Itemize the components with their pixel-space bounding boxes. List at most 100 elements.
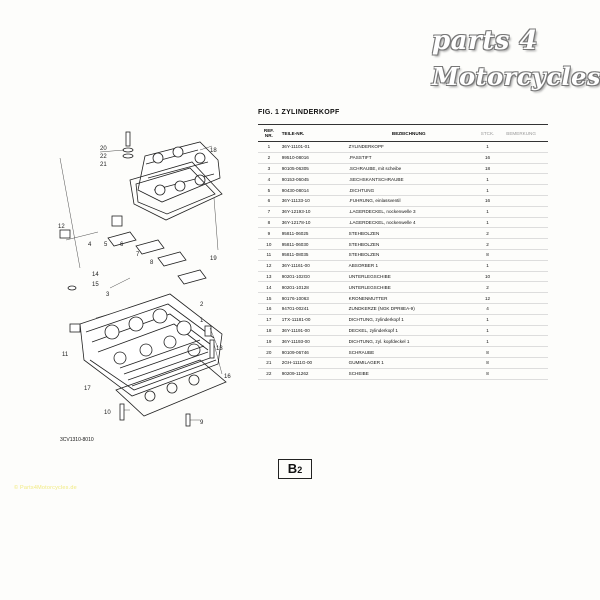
remark-cell <box>504 152 548 164</box>
ref-cell: 6 <box>258 195 280 207</box>
part-number-cell: 95811-08035 <box>279 249 347 261</box>
callout-9: 9 <box>200 420 204 426</box>
callout-15: 15 <box>92 282 99 288</box>
ref-cell: 1 <box>258 141 280 153</box>
part-number-cell: 90176-10063 <box>279 292 347 304</box>
callout-21: 21 <box>100 162 107 168</box>
part-number-cell: 1TX-11181-00 <box>279 314 347 326</box>
header-description: BEZEICHNUNG <box>346 124 471 142</box>
drawing-code: 3CV1310-8010 <box>60 437 94 443</box>
ref-cell: 3 <box>258 163 280 175</box>
page-label-main: B <box>287 461 298 476</box>
quantity-cell: 1 <box>470 173 505 186</box>
callout-22: 22 <box>100 154 107 160</box>
remark-cell <box>504 368 548 380</box>
remark-cell <box>504 173 548 186</box>
quantity-cell: 1 <box>470 141 505 153</box>
ref-cell: 11 <box>258 249 280 261</box>
remark-cell <box>504 357 548 369</box>
callout-2: 2 <box>200 302 204 308</box>
parts-table-header: REF. NR. TEILE-NR. BEZEICHNUNG STCK. BEM… <box>258 124 548 142</box>
cylinder-head-exploded-diagram: 20 22 21 18 19 12 4 5 6 7 8 14 15 3 2 1 … <box>58 131 231 427</box>
remark-cell <box>504 325 548 337</box>
ref-cell: 4 <box>258 173 280 186</box>
part-number-cell: 95811-06025 <box>279 227 347 240</box>
remark-cell <box>504 292 548 304</box>
part-number-cell: 36Y-12193-10 <box>279 206 347 218</box>
quantity-cell: 8 <box>470 346 505 358</box>
ref-cell: 22 <box>258 368 280 380</box>
description-cell: DICHTUNG, zylinderkopf 1 <box>346 314 471 326</box>
callout-14: 14 <box>92 272 99 278</box>
callout-18: 18 <box>210 148 217 154</box>
quantity-cell: 8 <box>470 249 505 261</box>
part-number-cell: 36Y-12178-10 <box>279 217 347 229</box>
part-number-cell: 36Y-11193-00 <box>279 335 347 348</box>
quantity-cell: 16 <box>470 195 505 207</box>
part-number-cell: 90201-102G0 <box>279 271 347 283</box>
description-cell: .LAGERDECKEL, nockenwelle 4 <box>346 217 471 229</box>
parts-table: REF. NR. TEILE-NR. BEZEICHNUNG STCK. BEM… <box>258 124 548 380</box>
quantity-cell: 1 <box>470 260 505 272</box>
page-label-sub: 2 <box>297 465 303 475</box>
part-number-cell: 36Y-11133-10 <box>279 195 347 207</box>
remark-cell <box>504 206 548 218</box>
callout-7: 7 <box>136 252 140 258</box>
callout-5: 5 <box>104 242 108 248</box>
ref-cell: 2 <box>258 152 280 164</box>
ref-cell: 16 <box>258 303 280 315</box>
remark-cell <box>504 335 548 348</box>
quantity-cell: 10 <box>470 271 505 283</box>
callout-13: 13 <box>216 346 223 352</box>
part-number-cell: 94701-00241 <box>279 303 347 315</box>
header-remark: BEMERKUNG <box>504 124 548 142</box>
cover-gasket-shape <box>129 161 223 221</box>
header-quantity: STCK. <box>470 124 505 142</box>
description-cell: DICHTUNG, zyl. kopfdeckel 1 <box>346 335 471 348</box>
part-number-cell: 99510-08016 <box>279 152 347 164</box>
description-cell: .FUHRUNG, einlassventil <box>346 195 471 207</box>
description-cell: ZYLINDERKOPF <box>346 141 471 153</box>
logo-line-1: parts 4 <box>432 26 539 56</box>
description-cell: UNTERLEGSCHIBE <box>346 281 471 294</box>
description-cell: SCHEIBE <box>346 368 471 380</box>
callout-19: 19 <box>210 256 217 262</box>
description-cell: .DICHTUNG <box>346 184 471 196</box>
part-number-cell: 2GH-1111G-00 <box>279 357 347 369</box>
quantity-cell: 1 <box>470 325 505 337</box>
part-number-cell: 90201-10128 <box>279 281 347 294</box>
remark-cell <box>504 346 548 358</box>
ref-cell: 20 <box>258 346 280 358</box>
description-cell: ABSORBER 1 <box>346 260 471 272</box>
part-number-cell: 36Y-11191-00 <box>279 325 347 337</box>
remark-cell <box>504 303 548 315</box>
remark-cell <box>504 184 548 196</box>
description-cell: STEHBOLZEN <box>346 227 471 240</box>
callout-20: 20 <box>100 146 107 152</box>
ref-cell: 14 <box>258 281 280 294</box>
description-cell: KRONENMUTTER <box>346 292 471 304</box>
description-cell: ZUNDKERZE (NGK DPR8EA-9) <box>346 303 471 315</box>
description-cell: .PASSTIFT <box>346 152 471 164</box>
quantity-cell: 2 <box>470 227 505 240</box>
quantity-cell: 2 <box>470 281 505 294</box>
cylinder-head-shape <box>79 293 223 397</box>
quantity-cell: 1 <box>470 314 505 326</box>
callout-12: 12 <box>58 224 65 230</box>
remark-cell <box>504 281 548 294</box>
description-cell: STEHBOLZEN <box>346 238 471 250</box>
callout-8: 8 <box>150 260 154 266</box>
callout-3: 3 <box>106 292 110 298</box>
